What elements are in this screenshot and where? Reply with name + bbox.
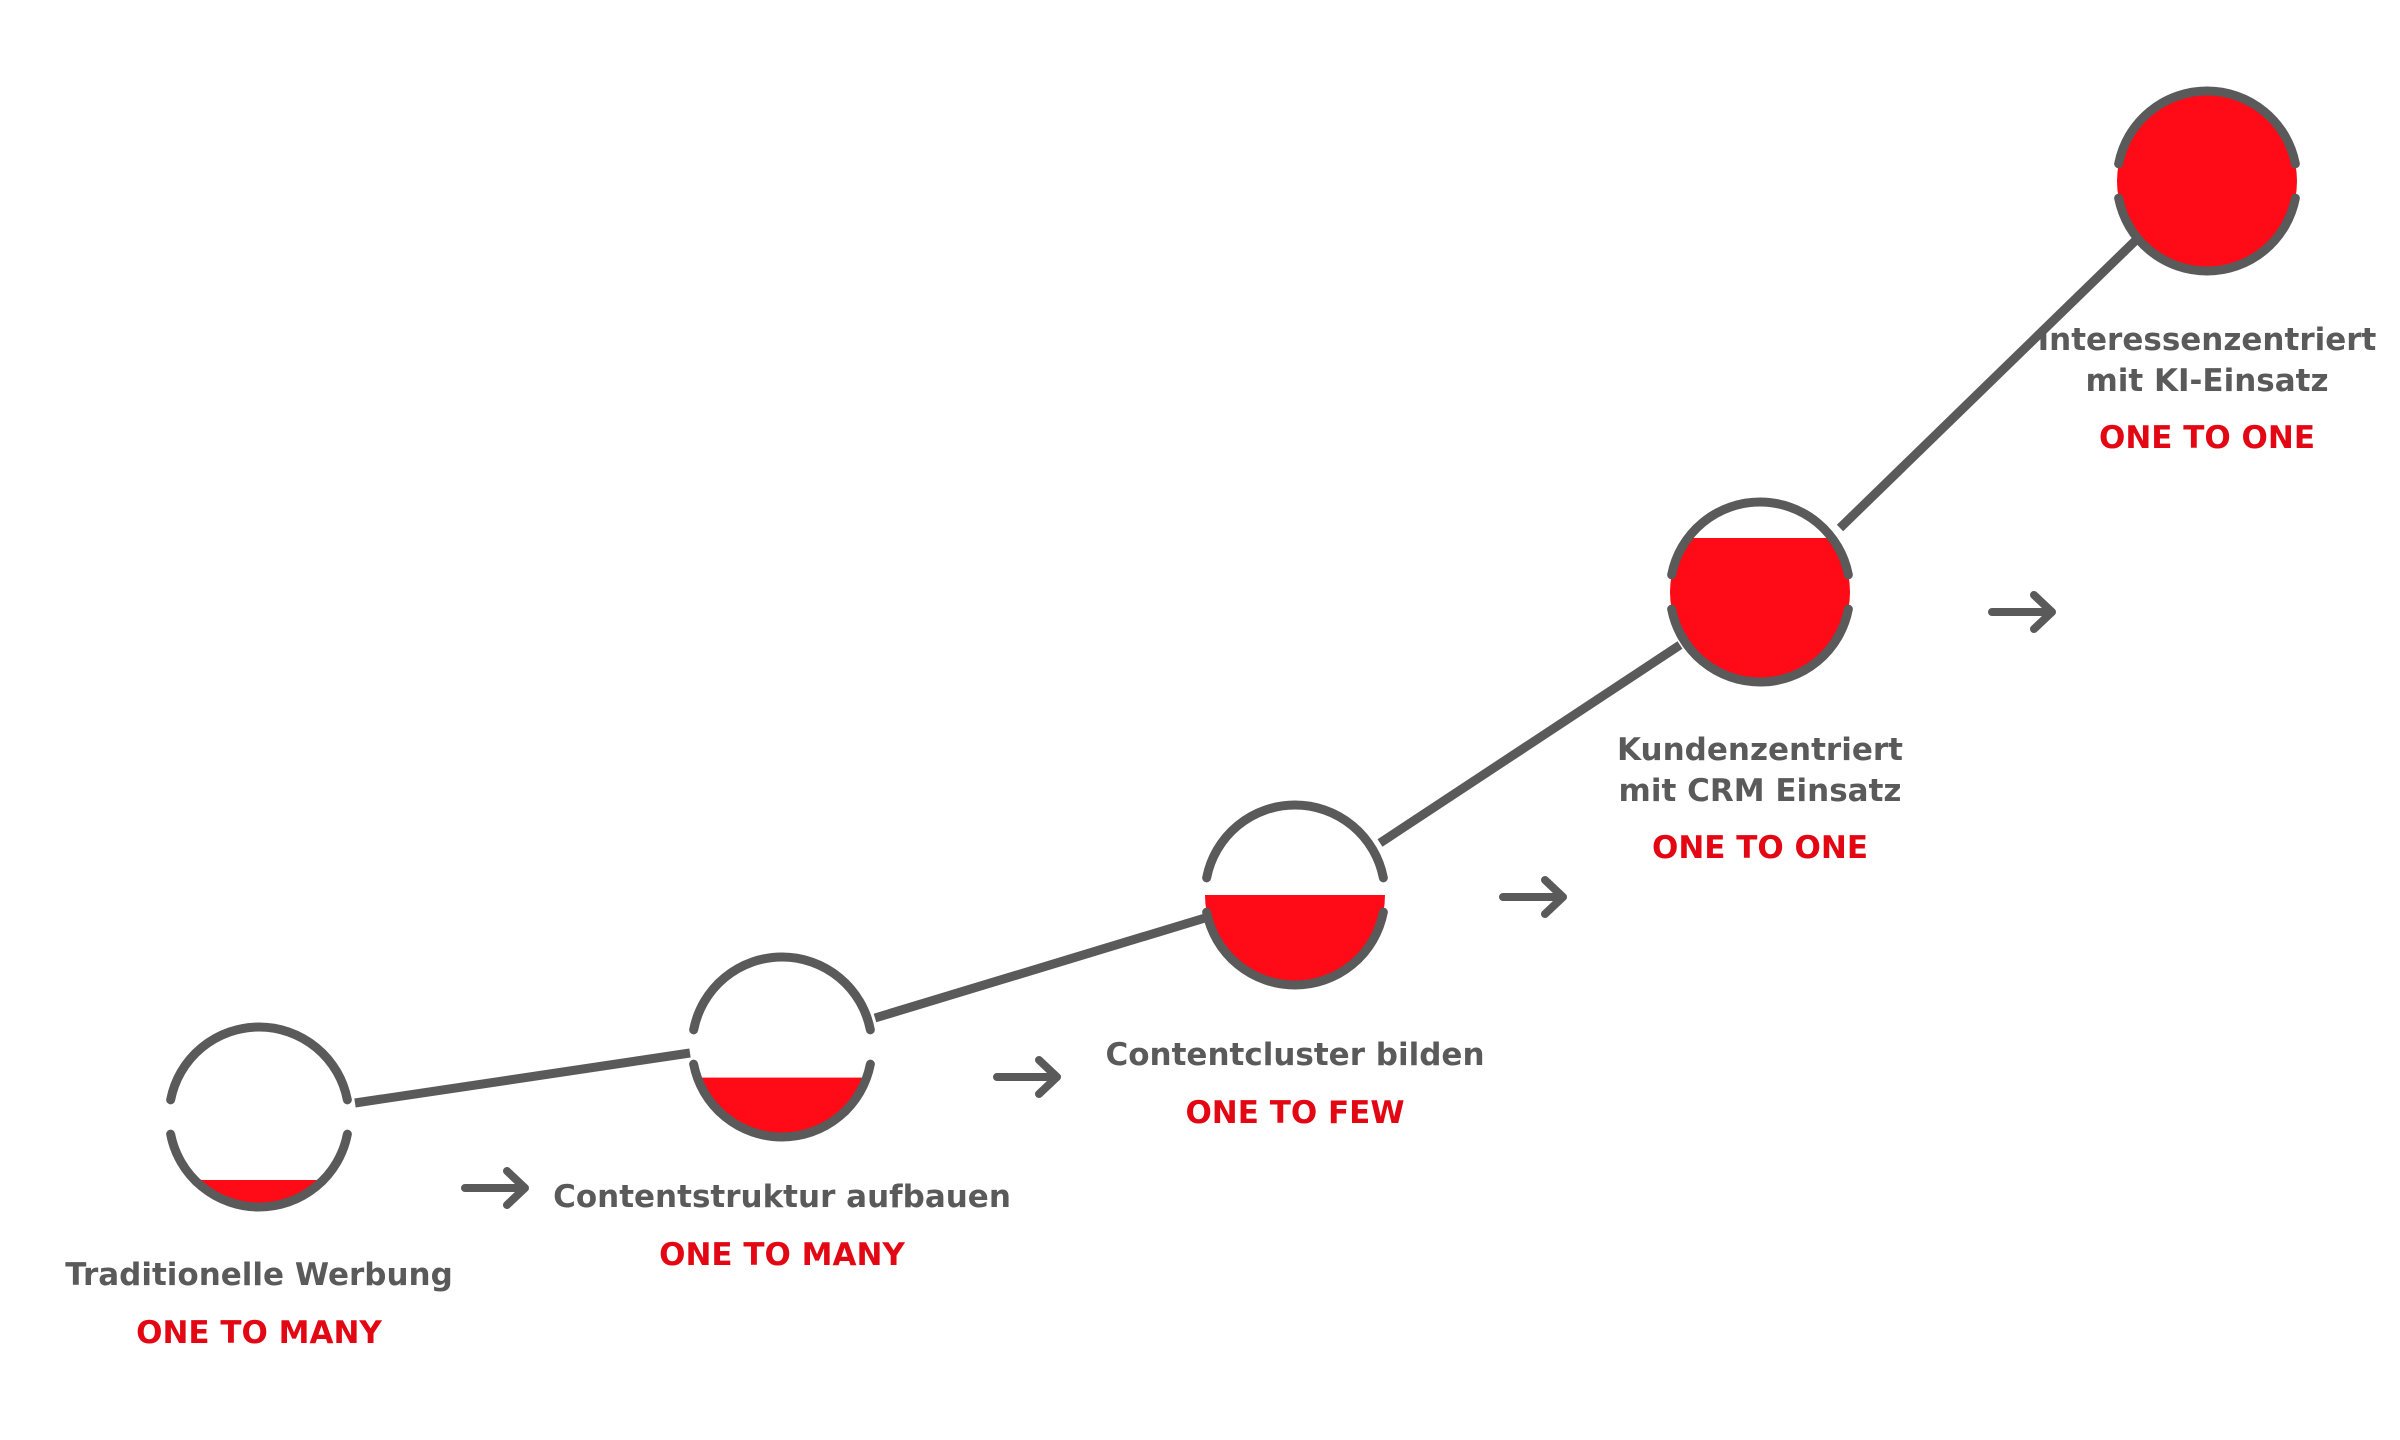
stage-mode-label: ONE TO MANY [136, 1315, 382, 1351]
connector-line-4 [1836, 237, 2139, 532]
ring-upper-arc-5 [2114, 86, 2300, 169]
connector-line-3 [1377, 641, 1683, 847]
stage-node-4 [1667, 497, 1853, 687]
stage-title-line: mit KI-Einsatz [2085, 363, 2328, 399]
ring-upper-arc-1 [166, 1022, 352, 1105]
ring-upper-arc-2 [689, 952, 875, 1035]
ring-upper-arc-4 [1667, 497, 1853, 580]
ring-lower-arc-3 [1202, 907, 1388, 990]
stage-node-2 [689, 952, 875, 1142]
connector-line-1 [354, 1048, 691, 1108]
right-arrow-icon-2 [993, 1056, 1061, 1098]
right-arrow-icon-3 [1499, 876, 1567, 918]
stage-mode-label: ONE TO ONE [2099, 420, 2315, 456]
stage-mode-label: ONE TO MANY [659, 1237, 905, 1273]
right-arrow-icon-1 [461, 1167, 529, 1209]
stage-title-line: Traditionelle Werbung [65, 1257, 453, 1293]
stage-node-3 [1202, 800, 1388, 990]
connector-line-2 [873, 913, 1207, 1023]
stage-title-line: Contentcluster bilden [1105, 1037, 1484, 1073]
stage-title-line: Contentstruktur aufbauen [553, 1179, 1011, 1215]
stage-node-1 [166, 1022, 352, 1212]
ring-lower-arc-1 [166, 1129, 352, 1212]
stage-mode-label: ONE TO FEW [1185, 1095, 1404, 1131]
connector-lines [354, 237, 2139, 1108]
progress-arrows [461, 591, 2056, 1209]
stage-node-5 [2114, 86, 2300, 276]
stage-title-line: mit CRM Einsatz [1619, 773, 1902, 809]
ring-lower-arc-4 [1667, 604, 1853, 687]
fill-level-5 [2117, 91, 2297, 271]
fill-level-3 [1205, 895, 1385, 985]
stage-mode-label: ONE TO ONE [1652, 830, 1868, 866]
ring-lower-arc-5 [2114, 193, 2300, 276]
right-arrow-icon-4 [1988, 591, 2056, 633]
ring-upper-arc-3 [1202, 800, 1388, 883]
stage-title-line: Interessenzentriert [2038, 322, 2377, 358]
stage-title-line: Kundenzentriert [1617, 732, 1903, 768]
ring-lower-arc-2 [689, 1059, 875, 1142]
